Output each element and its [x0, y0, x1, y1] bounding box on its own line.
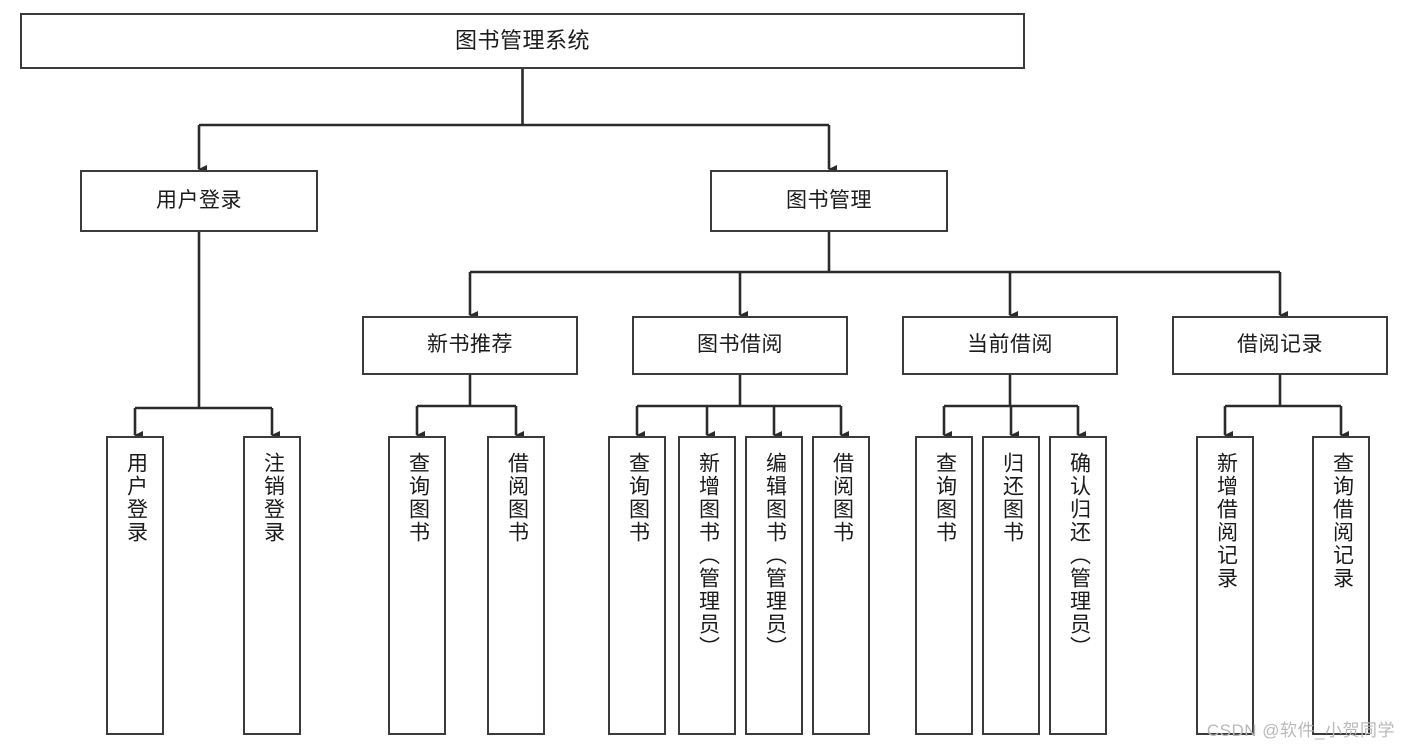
node-book-borrow[interactable]: 图书借阅	[632, 316, 848, 375]
node-label: 新书推荐	[427, 333, 513, 357]
node-label: 查询借阅记录	[1330, 452, 1354, 590]
node-label: 用户登录	[156, 188, 242, 212]
node-label: 借阅图书	[505, 452, 529, 544]
node-book-manage[interactable]: 图书管理	[710, 170, 948, 232]
node-current-borrow[interactable]: 当前借阅	[902, 316, 1118, 375]
node-label: 新增图书（管理员）	[696, 452, 720, 659]
watermark: CSDN @软件_小贺同学	[1206, 721, 1395, 740]
node-label: 图书管理系统	[454, 28, 590, 54]
node-leaf-rec-query[interactable]: 查询图书	[388, 436, 446, 735]
node-leaf-bb-edit[interactable]: 编辑图书（管理员）	[745, 436, 803, 735]
node-label: 查询图书	[406, 452, 430, 544]
node-label: 新增借阅记录	[1214, 452, 1238, 590]
node-label: 图书借阅	[697, 333, 783, 357]
node-label: 查询图书	[626, 452, 650, 544]
node-root[interactable]: 图书管理系统	[20, 13, 1025, 69]
node-leaf-cb-confirm[interactable]: 确认归还（管理员）	[1049, 436, 1107, 735]
node-label: 注销登录	[261, 452, 285, 544]
node-leaf-bb-borrow[interactable]: 借阅图书	[812, 436, 870, 735]
node-leaf-cb-return[interactable]: 归还图书	[982, 436, 1040, 735]
node-label: 查询图书	[933, 452, 957, 544]
node-label: 归还图书	[1000, 452, 1024, 544]
node-leaf-cb-query[interactable]: 查询图书	[915, 436, 973, 735]
node-new-book-rec[interactable]: 新书推荐	[362, 316, 578, 375]
node-leaf-br-add[interactable]: 新增借阅记录	[1196, 436, 1254, 735]
node-label: 编辑图书（管理员）	[763, 452, 787, 659]
node-leaf-user-logout[interactable]: 注销登录	[243, 436, 301, 735]
node-leaf-br-query[interactable]: 查询借阅记录	[1312, 436, 1370, 735]
node-leaf-bb-add[interactable]: 新增图书（管理员）	[678, 436, 736, 735]
node-leaf-user-login[interactable]: 用户登录	[106, 436, 164, 735]
node-borrow-record[interactable]: 借阅记录	[1172, 316, 1388, 375]
node-label: 图书管理	[786, 188, 872, 212]
node-leaf-bb-query[interactable]: 查询图书	[608, 436, 666, 735]
node-label: 借阅图书	[830, 452, 854, 544]
node-label: 借阅记录	[1237, 333, 1323, 357]
node-label: 确认归还（管理员）	[1067, 452, 1091, 659]
node-label: 用户登录	[124, 452, 148, 544]
node-user-login[interactable]: 用户登录	[80, 170, 318, 232]
node-leaf-rec-borrow[interactable]: 借阅图书	[487, 436, 545, 735]
node-label: 当前借阅	[967, 333, 1053, 357]
